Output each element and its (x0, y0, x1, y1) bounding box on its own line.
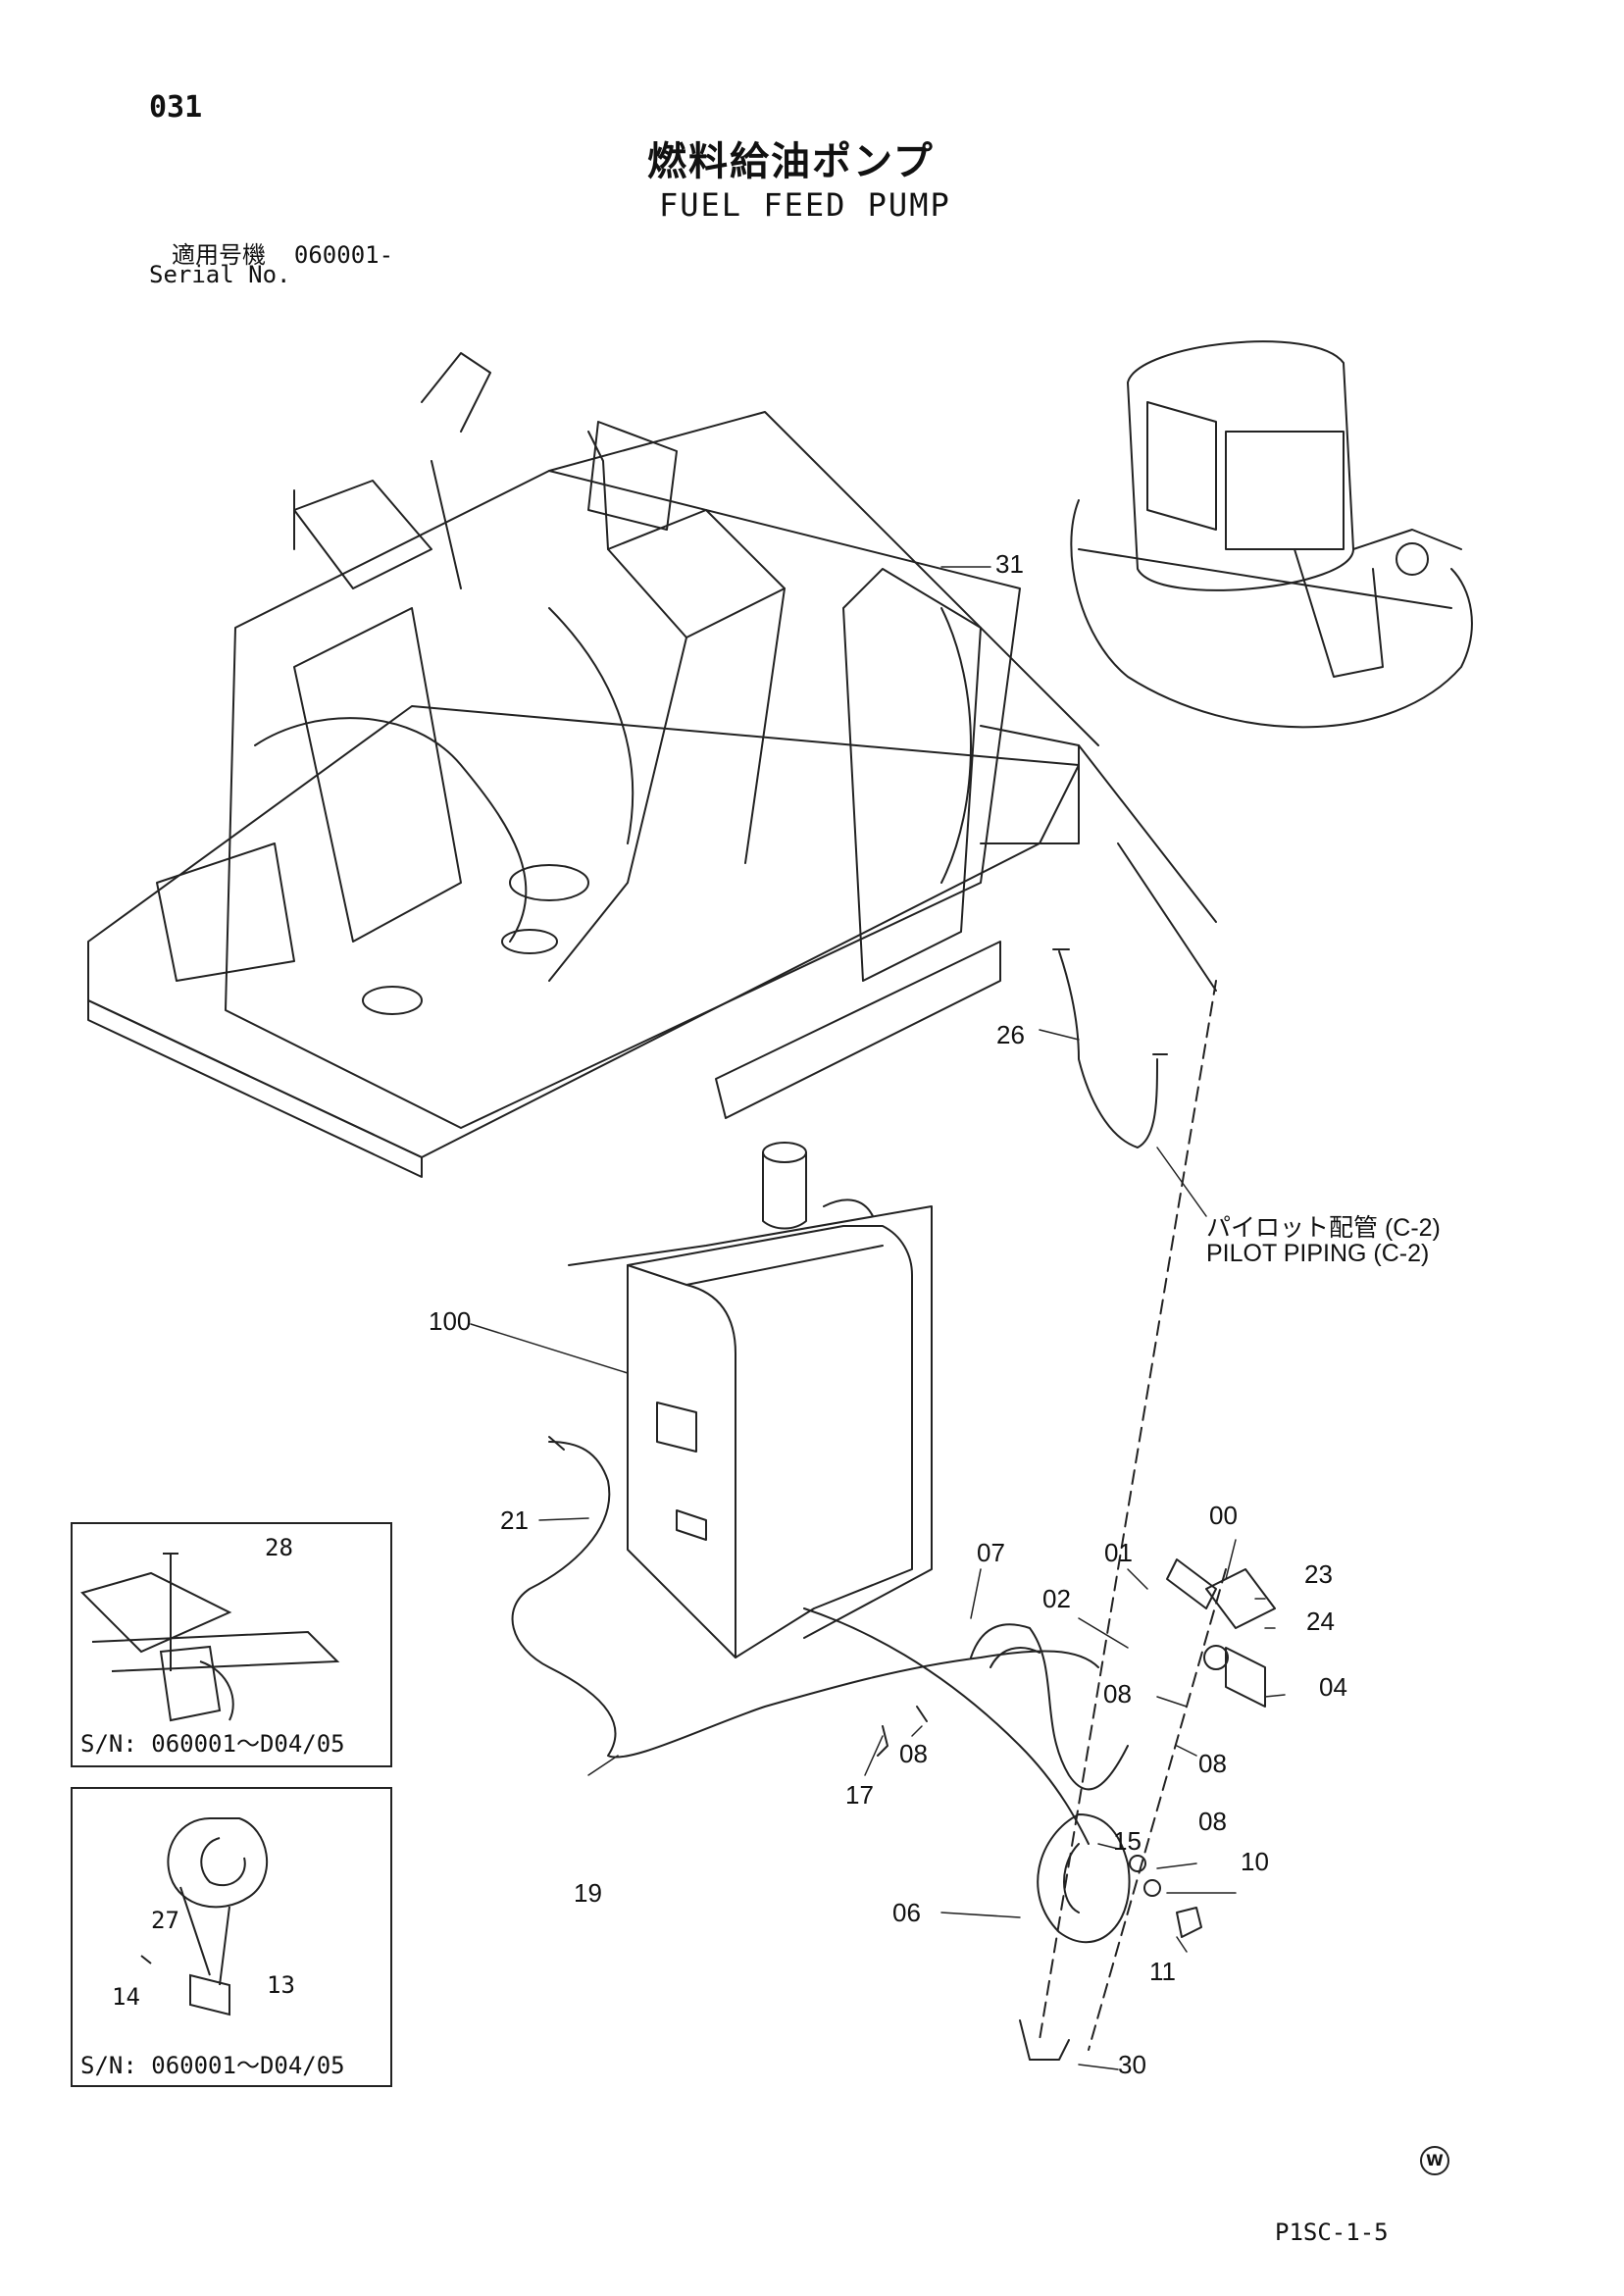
inset-top: 28 S/N: 060001～D04/05 (71, 1522, 392, 1767)
serial-value: 060001- (293, 241, 394, 269)
inset-bottom: 27 13 14 S/N: 060001～D04/05 (71, 1787, 392, 2087)
callout-30: 30 (1118, 2050, 1146, 2079)
inset-bottom-callout-14: 14 (112, 1983, 140, 2011)
callout-10: 10 (1241, 1847, 1269, 1876)
pump-assembly-drawing (803, 980, 1276, 2061)
callout-23: 23 (1304, 1559, 1333, 1589)
serial-line: 適用号機 060001- (172, 235, 393, 270)
callout-08-d: 08 (1198, 1807, 1227, 1836)
callout-06: 06 (892, 1898, 921, 1927)
callout-01: 01 (1104, 1538, 1133, 1567)
fuel-tank-drawing (568, 1142, 933, 1658)
serial-label-jp: 適用号機 (172, 241, 266, 269)
callout-15: 15 (1113, 1826, 1142, 1856)
pilot-piping-note-jp: パイロット配管 (C-2) (1206, 1214, 1441, 1242)
harness-drawing (511, 1436, 1099, 1759)
callout-11: 11 (1149, 1957, 1176, 1986)
callout-08-a: 08 (899, 1739, 928, 1768)
callout-00: 00 (1209, 1501, 1238, 1530)
callout-02: 02 (1042, 1584, 1071, 1613)
inset-top-drawing (80, 1553, 340, 1722)
inset-top-serial: S/N: 060001～D04/05 (80, 1730, 345, 1758)
inset-bottom-drawing (140, 1817, 268, 2016)
page-code: P1SC-1-5 (1275, 2219, 1389, 2246)
callout-31: 31 (995, 549, 1024, 579)
inset-top-callout-28: 28 (265, 1534, 293, 1561)
page-title-en: FUEL FEED PUMP (659, 186, 951, 224)
inset-bottom-callout-27: 27 (151, 1907, 179, 1934)
circled-w-mark: W (1420, 2146, 1449, 2175)
callout-17: 17 (845, 1780, 874, 1810)
callout-04: 04 (1319, 1672, 1347, 1702)
serial-label-en: Serial No. (149, 261, 291, 288)
callout-26: 26 (996, 1020, 1025, 1049)
callout-100: 100 (429, 1306, 472, 1336)
inset-bottom-callout-13: 13 (267, 1971, 295, 1999)
callout-19: 19 (574, 1878, 602, 1908)
callout-08-b: 08 (1103, 1679, 1132, 1709)
upper-frame-drawing (87, 352, 1217, 1178)
pilot-piping-note-en: PILOT PIPING (C-2) (1206, 1240, 1430, 1267)
callout-07: 07 (977, 1538, 1005, 1567)
inset-bottom-serial: S/N: 060001～D04/05 (80, 2052, 345, 2079)
pilot-piping-drawing (1052, 948, 1168, 1148)
page-number: 031 (149, 90, 203, 125)
leader-lines (470, 566, 1286, 2070)
callout-24: 24 (1306, 1607, 1335, 1636)
callout-21: 21 (500, 1505, 529, 1535)
callout-08-c: 08 (1198, 1749, 1227, 1778)
page-title-jp: 燃料給油ポンプ (647, 139, 935, 184)
excavator-overview-drawing (1070, 340, 1473, 729)
